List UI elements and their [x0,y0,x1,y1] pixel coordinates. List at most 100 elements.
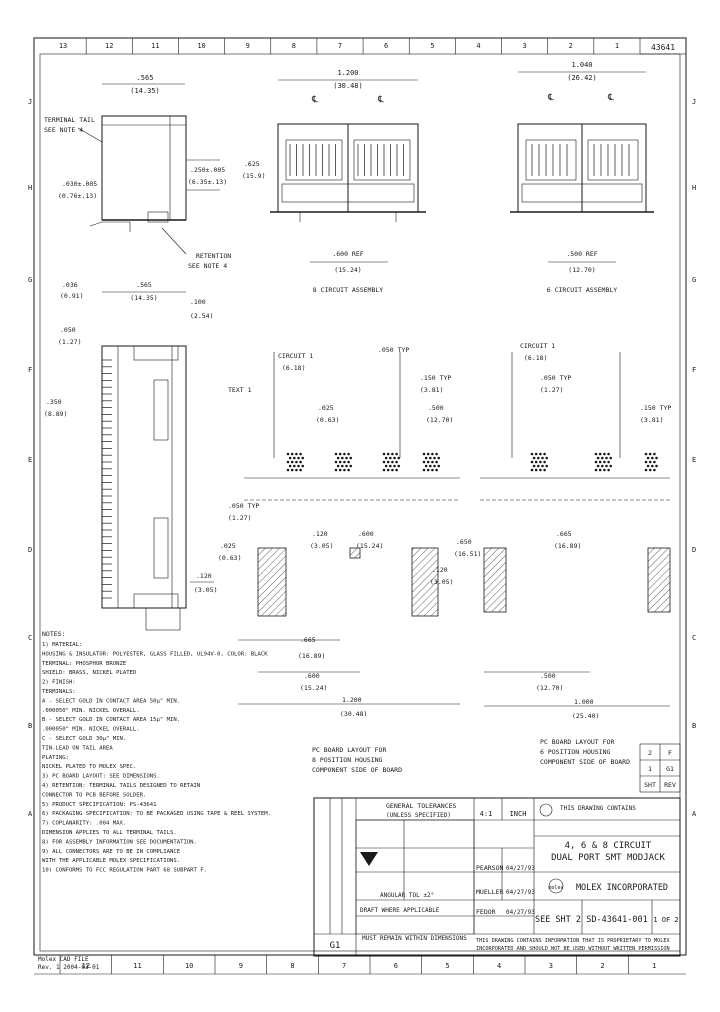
pcb6-dim-h-mm: (16.51) [454,550,481,558]
pcb-hole [336,456,340,460]
pcb-hole [605,456,608,460]
pcb-hole [393,456,396,460]
rev-letter: G1 [330,941,341,951]
pcb8-dim-b: .050 TYP [378,346,409,354]
pcb-hole [426,452,430,456]
pcb6-dim-h: .650 [456,538,472,546]
pcb-hole [609,464,612,468]
pcb6-dim-j: .500 [540,672,556,680]
pcb-hole [530,460,534,464]
pcb-hole [345,464,348,468]
date-1: 04/27/93 [506,865,535,872]
proprietary-1: THIS DRAWING CONTAINS INFORMATION THAT I… [476,938,671,944]
pcb8-dim-a-mm: (0.63) [316,416,339,424]
pcb8-keepout-mid [349,547,361,559]
right-row-label: E [692,456,696,464]
bottom-zone-label: 3 [549,962,553,970]
pcb6-dim-f: .120 [432,566,448,574]
pcb8-dim-a: .025 [318,404,334,412]
drawn-by: PEARSON [476,864,503,872]
svg-text:℄: ℄ [377,95,384,105]
right-row-label: J [692,98,696,106]
pcb6-dim-l-mm: (25.40) [572,712,599,720]
pcb-hole [349,464,353,468]
bottom-h1: .050 [60,326,76,334]
pcb-hole [338,468,342,472]
pcb8-dim-h-mm: (0.63) [218,554,241,562]
right-row-label: F [692,366,696,374]
pcb8-keepout-left [257,547,287,617]
bottom-zone-label: 9 [239,962,243,970]
pcb-hole [431,452,434,456]
pcb-hole [437,456,441,460]
proprietary-2: INCORPORATED AND SHOULD NOT BE USED WITH… [476,946,670,952]
note-line: 6) PACKAGING SPECIFICATION: TO BE PACKAG… [42,811,271,817]
pcb-hole [395,460,398,464]
bottom-d1-mm: (2.54) [190,312,213,320]
bottom-view: .565 (14.35) .036 (0.91) .050 (1.27) .35… [44,281,217,631]
notes-title: NOTES: [42,630,65,638]
pcb-hole [646,456,650,460]
pcb-hole [299,460,302,464]
pcb-hole [395,468,398,472]
pcb-hole [293,456,296,460]
right-row-label: A [692,810,697,818]
pcb-hole [653,452,656,456]
top-zone-label: 10 [197,42,205,50]
eight-pitch-dim: .600 REF [332,250,363,258]
pcb-hole [422,468,426,472]
bottom-width-dim: .565 [136,281,152,289]
side-dim-2-mm: (6.35±.13) [188,178,227,186]
left-row-label: J [28,98,32,106]
pcb-hole [541,464,544,468]
note-line: 10) CONFORMS TO FCC REGULATION PART 68 S… [42,868,207,874]
right-row-label: G [692,276,696,284]
pcb-hole [648,452,652,456]
pcb-hole [651,456,654,460]
eight-height-mm: (15.9) [242,172,265,180]
pcb-hole [534,460,538,464]
pcb-hole [543,460,546,464]
pcb8-dim-c-mm: (3.81) [420,386,443,394]
pcb-hole [644,452,648,456]
pcb-hole [334,460,338,464]
pcb6-dim-j-mm: (12.70) [536,684,563,692]
doc-number: SD-43641-001 [586,915,647,925]
note-line: TERMINALS: [42,689,76,695]
pcb-hole [295,452,298,456]
angular-tol: ANGULAR TOL ±2° [380,892,434,899]
rev-table-sheet: 2 [648,749,652,757]
footer-left-1: Molex CAD FILE [38,956,89,963]
pcb8-dim-k: .600 [304,672,320,680]
pcb8-dim-f-mm: (3.05) [310,542,333,550]
pcb-hole [433,464,436,468]
left-row-label: H [28,184,32,192]
pcb-hole [534,468,538,472]
note-line: 3) PC BOARD LAYOUT: SEE DIMENSIONS. [42,774,160,780]
pcb-hole [336,464,340,468]
pcb-hole [431,460,434,464]
rev-table-sheet: 1 [648,765,652,773]
company-name: MOLEX INCORPORATED [576,883,668,893]
pcb-hole [539,460,542,464]
bottom-w2: .036 [62,281,78,289]
bottom-h2-mm: (8.89) [44,410,67,418]
note-line: CONNECTOR TO PCB BEFORE SOLDER. [42,792,146,798]
pcb6-keepout-right [647,547,671,613]
pcb-hole [341,464,344,468]
pcb-hole [338,452,342,456]
bottom-h2: .350 [46,398,62,406]
eight-width-dim: 1.200 [337,69,358,77]
sheet-count: 1 OF 2 [653,916,678,924]
right-row-label: B [692,722,696,730]
pcb-hole [424,464,428,468]
pcb8-dim-j: .665 [300,636,316,644]
eight-width-mm: (30.48) [333,82,363,90]
inner-frame [39,53,681,952]
rev-table-sheet: SHT [644,781,656,789]
pcb-hole [543,452,546,456]
